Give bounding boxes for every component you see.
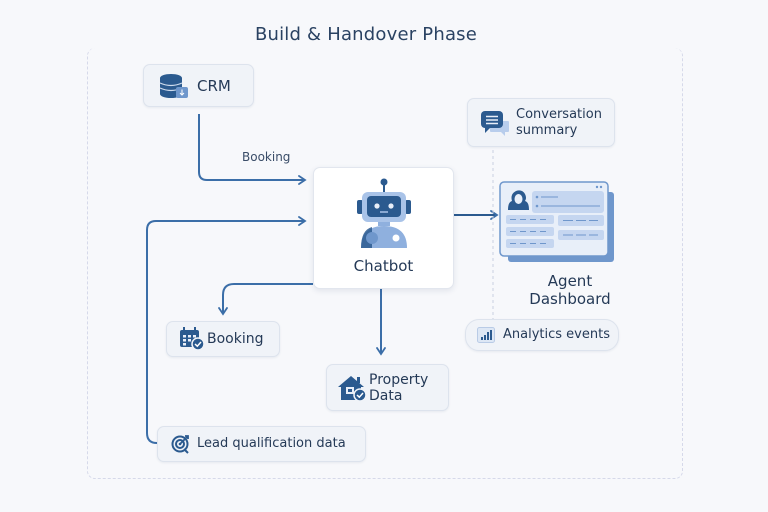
chatbot-label: Chatbot (353, 257, 414, 275)
conversation-summary-line1: Conversation (516, 106, 602, 122)
property-data-line1: Property (369, 371, 429, 388)
edge-chatbot-to-booking (218, 283, 313, 316)
property-data-node[interactable]: Property Data (326, 364, 449, 411)
calendar-check-icon (180, 327, 205, 351)
conversation-summary-label: Conversation summary (516, 107, 602, 139)
chat-bubbles-icon (481, 110, 509, 136)
agent-dashboard-line1: Agent (547, 272, 593, 290)
edge-crm-to-chatbot (198, 114, 307, 185)
bar-chart-icon (477, 327, 495, 343)
booking-node[interactable]: Booking (166, 321, 280, 357)
edge-label-booking: Booking (242, 150, 291, 164)
booking-label: Booking (207, 331, 264, 347)
property-data-label: Property Data (369, 372, 428, 404)
property-data-line2: Data (369, 387, 403, 404)
crm-label: CRM (197, 76, 231, 95)
edge-lead-to-chatbot (146, 216, 307, 444)
agent-dashboard-label: Agent Dashboard (500, 272, 640, 308)
robot-icon (357, 178, 411, 248)
conversation-summary-node[interactable]: Conversation summary (467, 98, 615, 147)
diagram-title: Build & Handover Phase (254, 24, 478, 45)
phase-boundary (87, 48, 683, 479)
agent-dashboard-line2: Dashboard (529, 290, 611, 308)
chatbot-node[interactable]: Chatbot (313, 167, 454, 289)
database-icon (159, 73, 188, 98)
lead-qualification-label: Lead qualification data (197, 436, 346, 451)
analytics-events-node[interactable]: Analytics events (465, 319, 619, 351)
target-icon (171, 435, 189, 454)
house-check-icon (338, 375, 367, 402)
analytics-events-label: Analytics events (503, 327, 610, 342)
crm-node[interactable]: CRM (143, 64, 254, 107)
dashboard-icon[interactable] (498, 180, 618, 266)
lead-qualification-node[interactable]: Lead qualification data (157, 426, 366, 462)
conversation-summary-line2: summary (516, 122, 578, 138)
